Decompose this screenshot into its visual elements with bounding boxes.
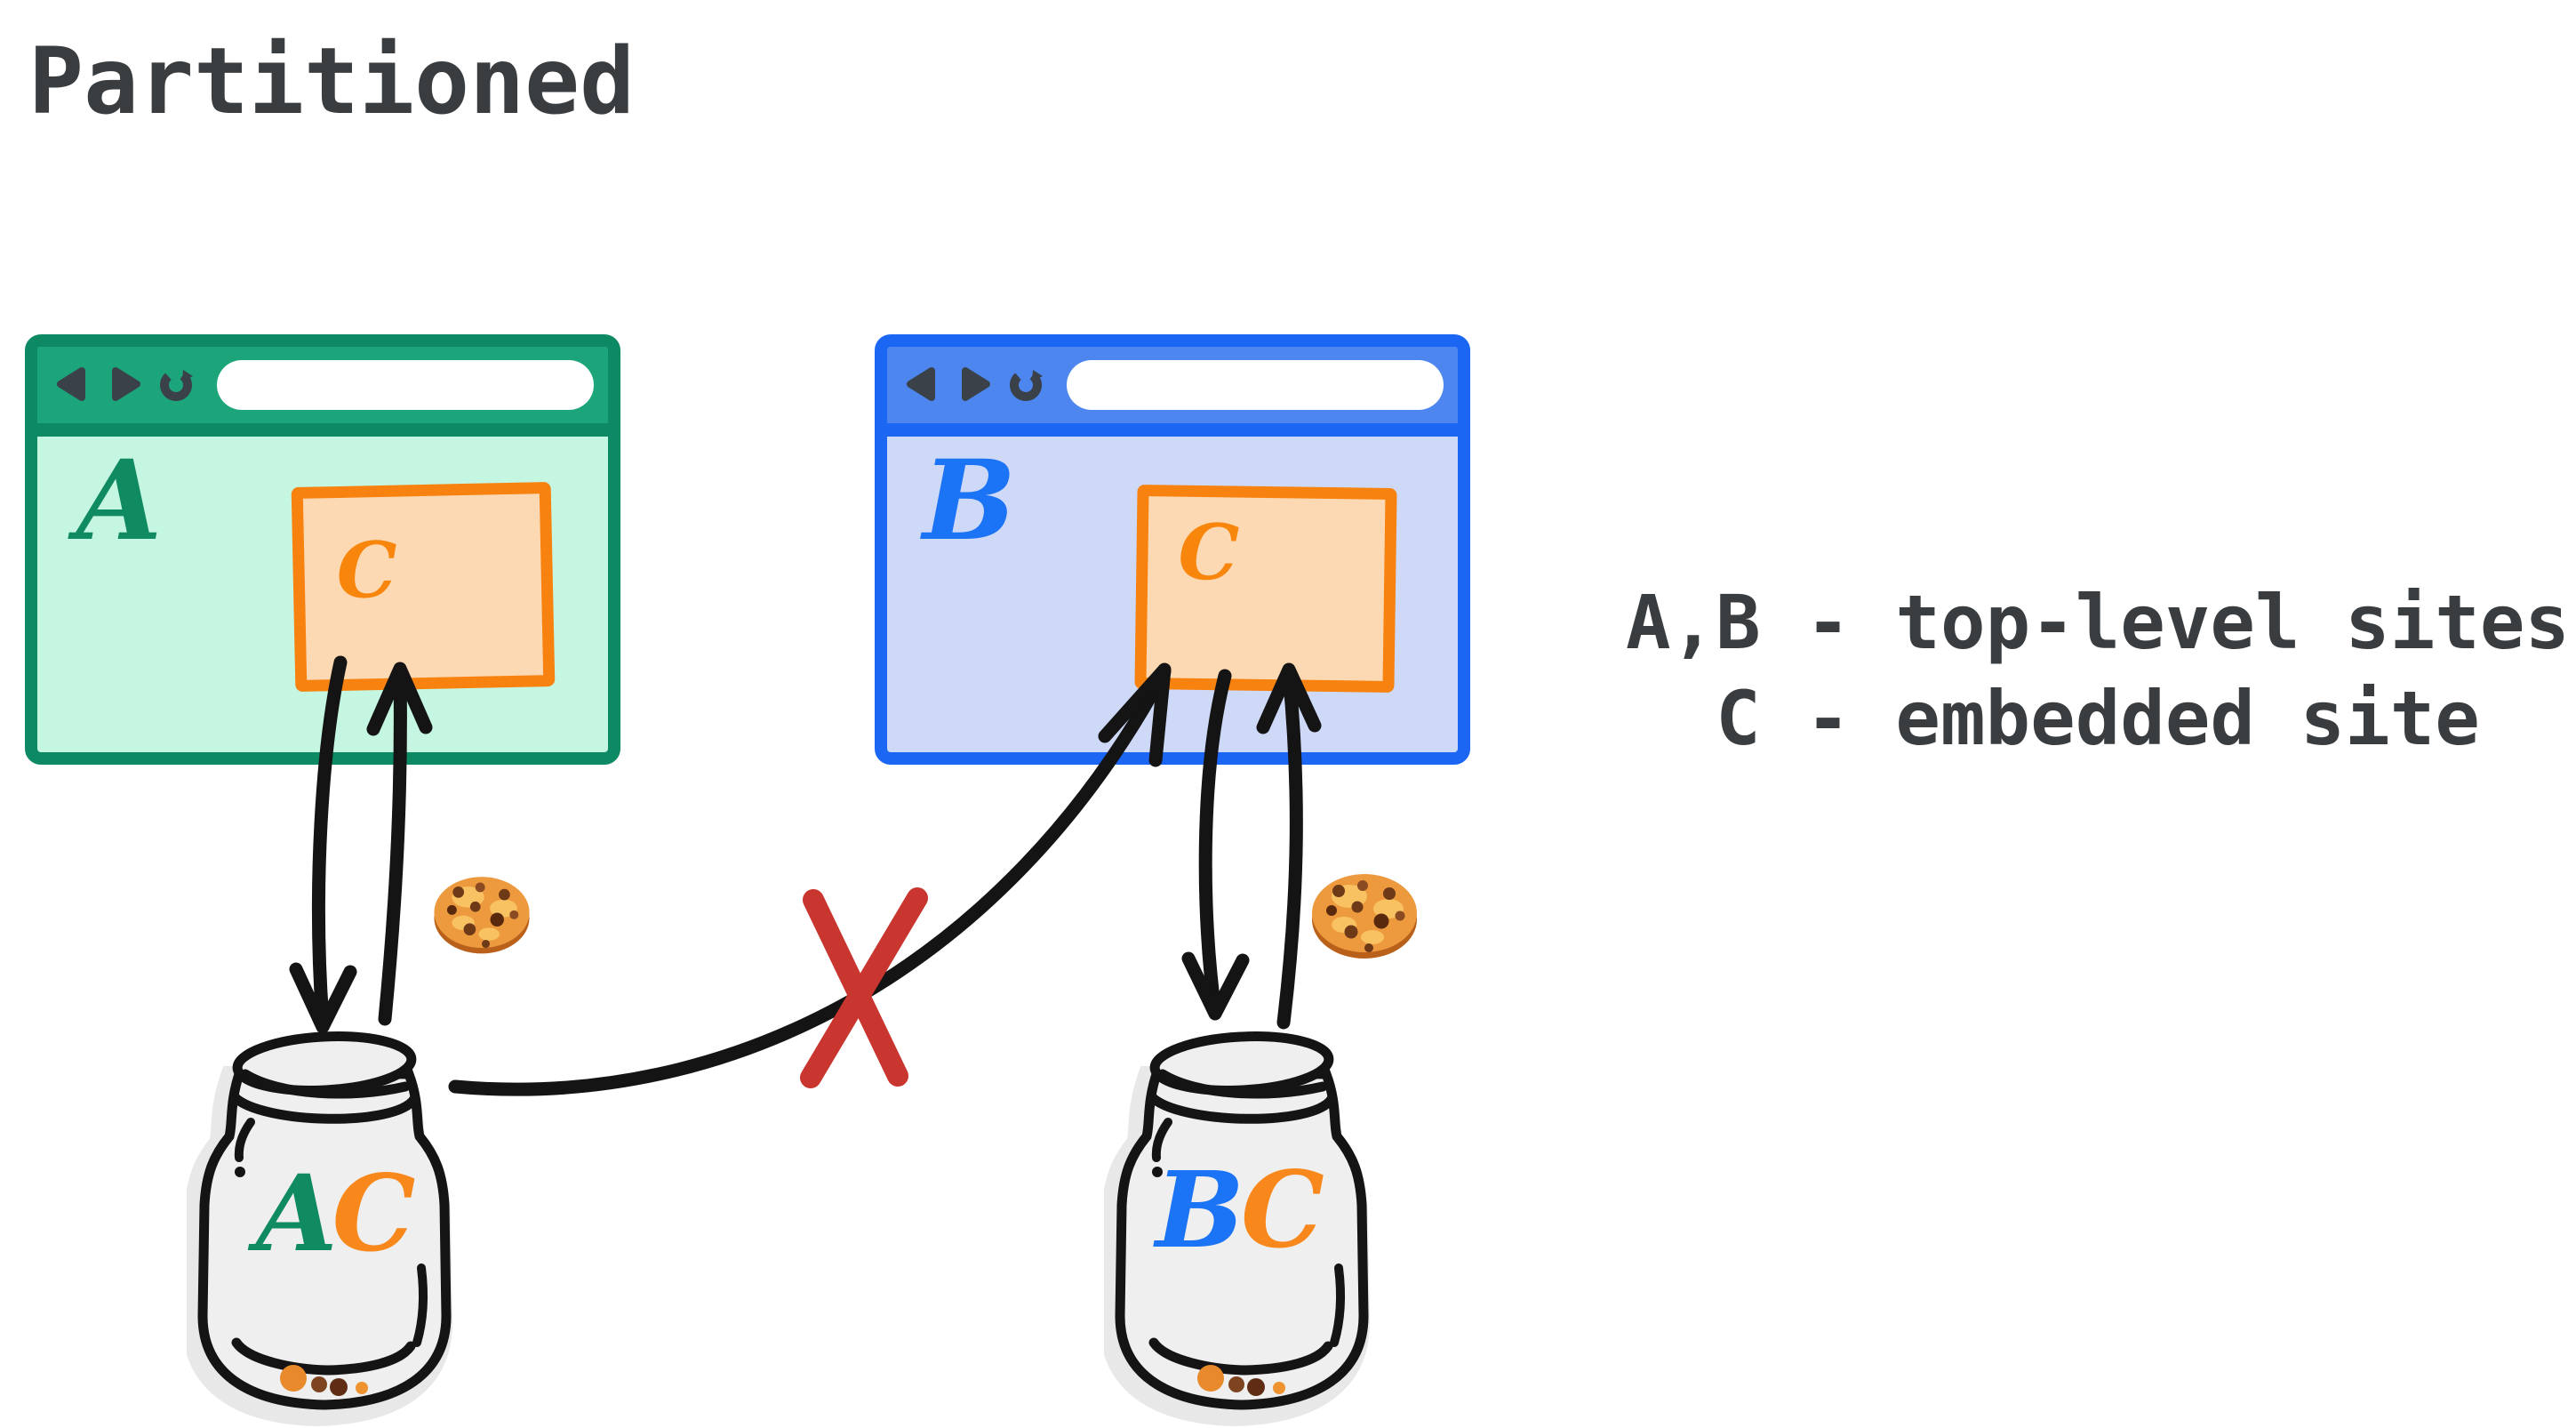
jar-letter-a: A (256, 1151, 338, 1275)
embedded-site-c-label: C (335, 525, 399, 617)
browser-window-a: A C (25, 334, 620, 765)
browser-window-b: B C (875, 334, 1470, 765)
cookie-icon (1312, 874, 1417, 959)
legend-line-top-level: A,B - top-level sites (1625, 579, 2571, 666)
site-a-label: A (76, 437, 163, 566)
reload-icon (160, 369, 193, 401)
forward-icon (112, 367, 140, 401)
jar-bc-label: BC (1156, 1158, 1324, 1263)
url-bar (1067, 360, 1444, 410)
embedded-site-c-label: C (1177, 507, 1240, 598)
back-icon (907, 367, 935, 401)
legend-line-embedded: C - embedded site (1716, 675, 2480, 762)
cookie-icon (434, 877, 530, 954)
jar-ac-label: AC (256, 1161, 415, 1266)
jar-letter-b: B (1156, 1148, 1246, 1272)
page-title: Partitioned (28, 28, 636, 135)
embedded-frame-in-a: C (291, 481, 556, 693)
forward-icon (962, 367, 990, 401)
url-bar (217, 360, 594, 410)
browser-a-toolbar (37, 347, 608, 437)
site-b-label: B (923, 437, 1016, 566)
reload-icon (1010, 369, 1043, 401)
embedded-frame-in-b: C (1134, 484, 1397, 694)
jar-letter-c: C (1240, 1148, 1324, 1272)
jar-letter-c: C (332, 1151, 416, 1275)
red-cross-icon (800, 887, 928, 1088)
browser-b-toolbar (887, 347, 1458, 437)
back-icon (57, 367, 85, 401)
legend: A,B - top-level sites C - embedded site (1609, 574, 2576, 766)
